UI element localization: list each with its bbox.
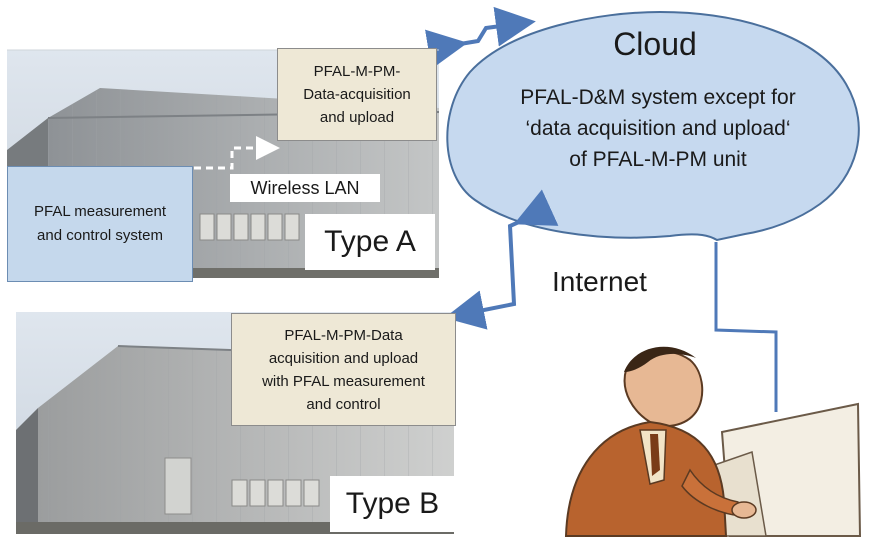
cloud-line-2: ‘data acquisition and upload‘	[525, 117, 791, 140]
type-b-data-acquisition-box: PFAL-M-PM-Data acquisition and upload wi…	[231, 313, 456, 426]
cloud-title: Cloud	[613, 26, 697, 62]
measurement-line-1: PFAL measurement	[33, 203, 166, 220]
measurement-line-2: and control system	[37, 227, 163, 244]
type-a-acquisition-line-2: Data-acquisition	[303, 86, 411, 103]
cloud-bubble	[446, 10, 860, 242]
cloud-line-1: PFAL-D&M system except for	[520, 86, 796, 109]
type-b-acquisition-line-3: with PFAL measurement	[262, 373, 425, 390]
measurement-control-system-box: PFAL measurement and control system	[7, 166, 193, 282]
type-b-acquisition-line-4: and control	[306, 396, 381, 413]
connector-cloud-to-type-a	[424, 6, 536, 70]
type-b-acquisition-line-1: PFAL-M-PM-Data	[284, 327, 403, 344]
wireless-lan-label: Wireless LAN	[230, 174, 380, 202]
type-b-label: Type B	[330, 476, 455, 532]
type-b-acquisition-line-2: acquisition and upload	[268, 350, 419, 367]
type-a-acquisition-line-3: and upload	[319, 109, 395, 126]
type-a-label: Type A	[305, 214, 435, 270]
cloud-description: PFAL-D&M system except for ‘data acquisi…	[458, 82, 858, 175]
connector-cloud-to-user	[714, 242, 778, 412]
internet-label: Internet	[552, 266, 647, 297]
person-at-computer-illustration	[564, 346, 862, 537]
type-a-acquisition-line-1: PFAL-M-PM-	[313, 63, 401, 80]
connector-cloud-to-type-b	[444, 189, 559, 330]
cloud-line-3: of PFAL-M-PM unit	[569, 148, 747, 171]
wireless-lan-arrow	[194, 136, 280, 170]
type-a-data-acquisition-box: PFAL-M-PM- Data-acquisition and upload	[277, 48, 437, 141]
